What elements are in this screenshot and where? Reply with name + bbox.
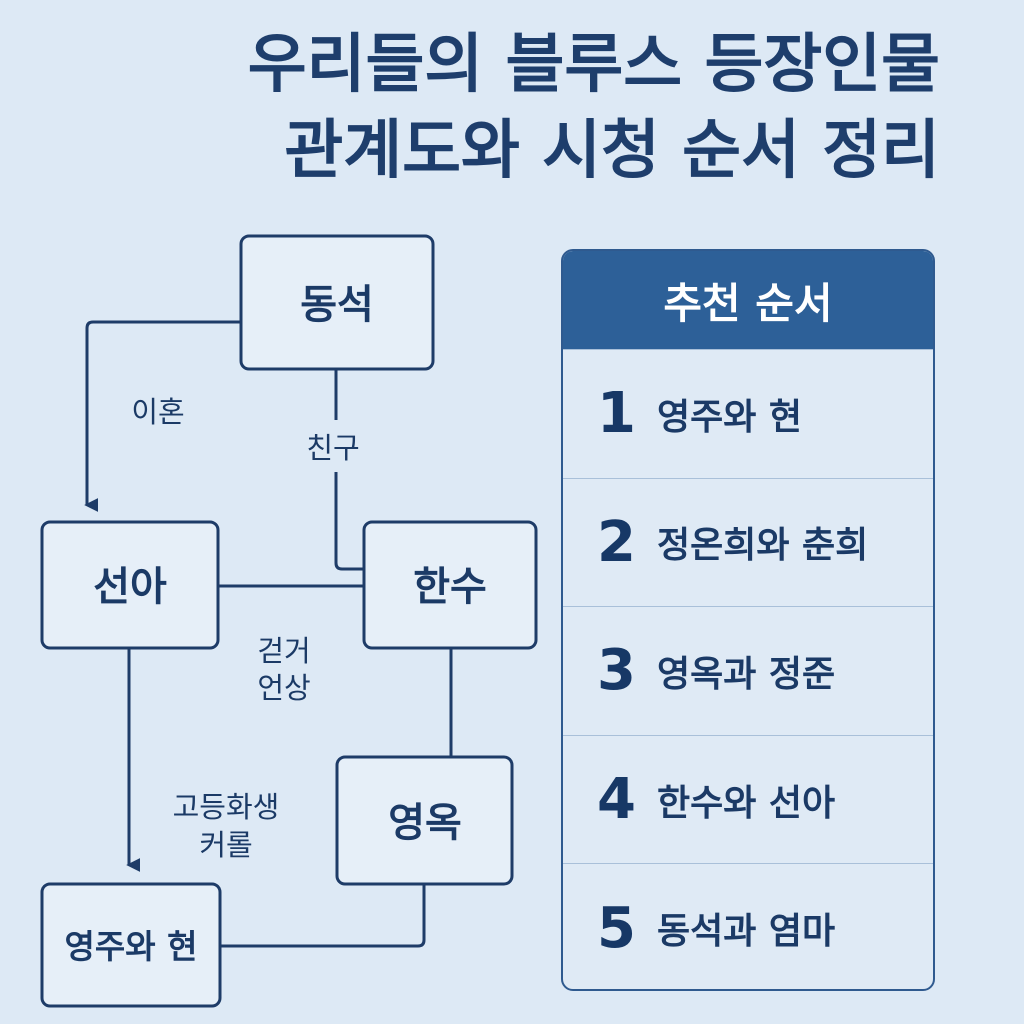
edge-divorce-line [84,320,241,512]
order-item: 1 영주와 현 [563,349,933,478]
order-number: 2 [597,509,636,575]
title-line-2: 관계도와 시청 순서 정리 [284,114,940,188]
node-dongseok: 동석 [239,234,435,371]
order-item: 2 정온희와 춘희 [563,477,933,607]
panel-header: 추천 순서 [563,251,933,349]
edge-highschool-label-1: 고등화생 [173,790,280,824]
order-title: 정온희와 춘희 [657,525,869,567]
edge-gugeo-label-2: 언상 [257,671,310,705]
node-hansu-label: 한수 [413,564,487,610]
order-title: 영옥과 정준 [657,653,836,695]
order-number: 4 [597,767,636,833]
order-item: 4 한수와 선아 [563,734,933,864]
order-item: 3 영옥과 정준 [563,606,933,735]
node-youngok-label: 영옥 [388,800,462,846]
node-hansu: 한수 [362,520,538,650]
order-number: 1 [597,381,636,447]
edge-gugeo-label-1: 걷거 [257,634,310,668]
node-suna: 선아 [40,520,220,650]
node-youngok: 영옥 [335,755,514,886]
node-youngjoo-hyun-label: 영주와 현 [65,927,198,966]
node-suna-label: 선아 [93,564,167,610]
order-item: 5 동석과 염마 [563,863,933,989]
order-number: 5 [597,895,636,961]
edge-friend-line-lower [334,472,364,571]
title-line-1: 우리들의 블루스 등장인물 [247,28,940,102]
page-title: 우리들의 블루스 등장인물 관계도와 시청 순서 정리 [248,22,940,194]
order-number: 3 [597,638,636,704]
edge-friend-label: 친구 [306,431,359,465]
edge-youngok-youngjoo-line [220,884,426,948]
edge-highschool-label-2: 커롤 [199,828,252,862]
order-title: 동석과 염마 [657,911,836,953]
order-title: 한수와 선아 [657,782,836,824]
node-dongseok-label: 동석 [300,282,374,328]
order-title: 영주와 현 [657,396,803,438]
relationship-diagram: 동석 선아 한수 영옥 영주와 현 이혼 친구 걷거 언상 고등화생 커롤 [40,234,538,1008]
recommended-order-panel: 추천 순서 1 영주와 현 2 정온희와 춘희 3 영옥과 정준 4 한수와 선… [561,249,935,991]
edge-divorce-label: 이혼 [131,395,184,429]
node-youngjoo-hyun: 영주와 현 [40,882,222,1008]
